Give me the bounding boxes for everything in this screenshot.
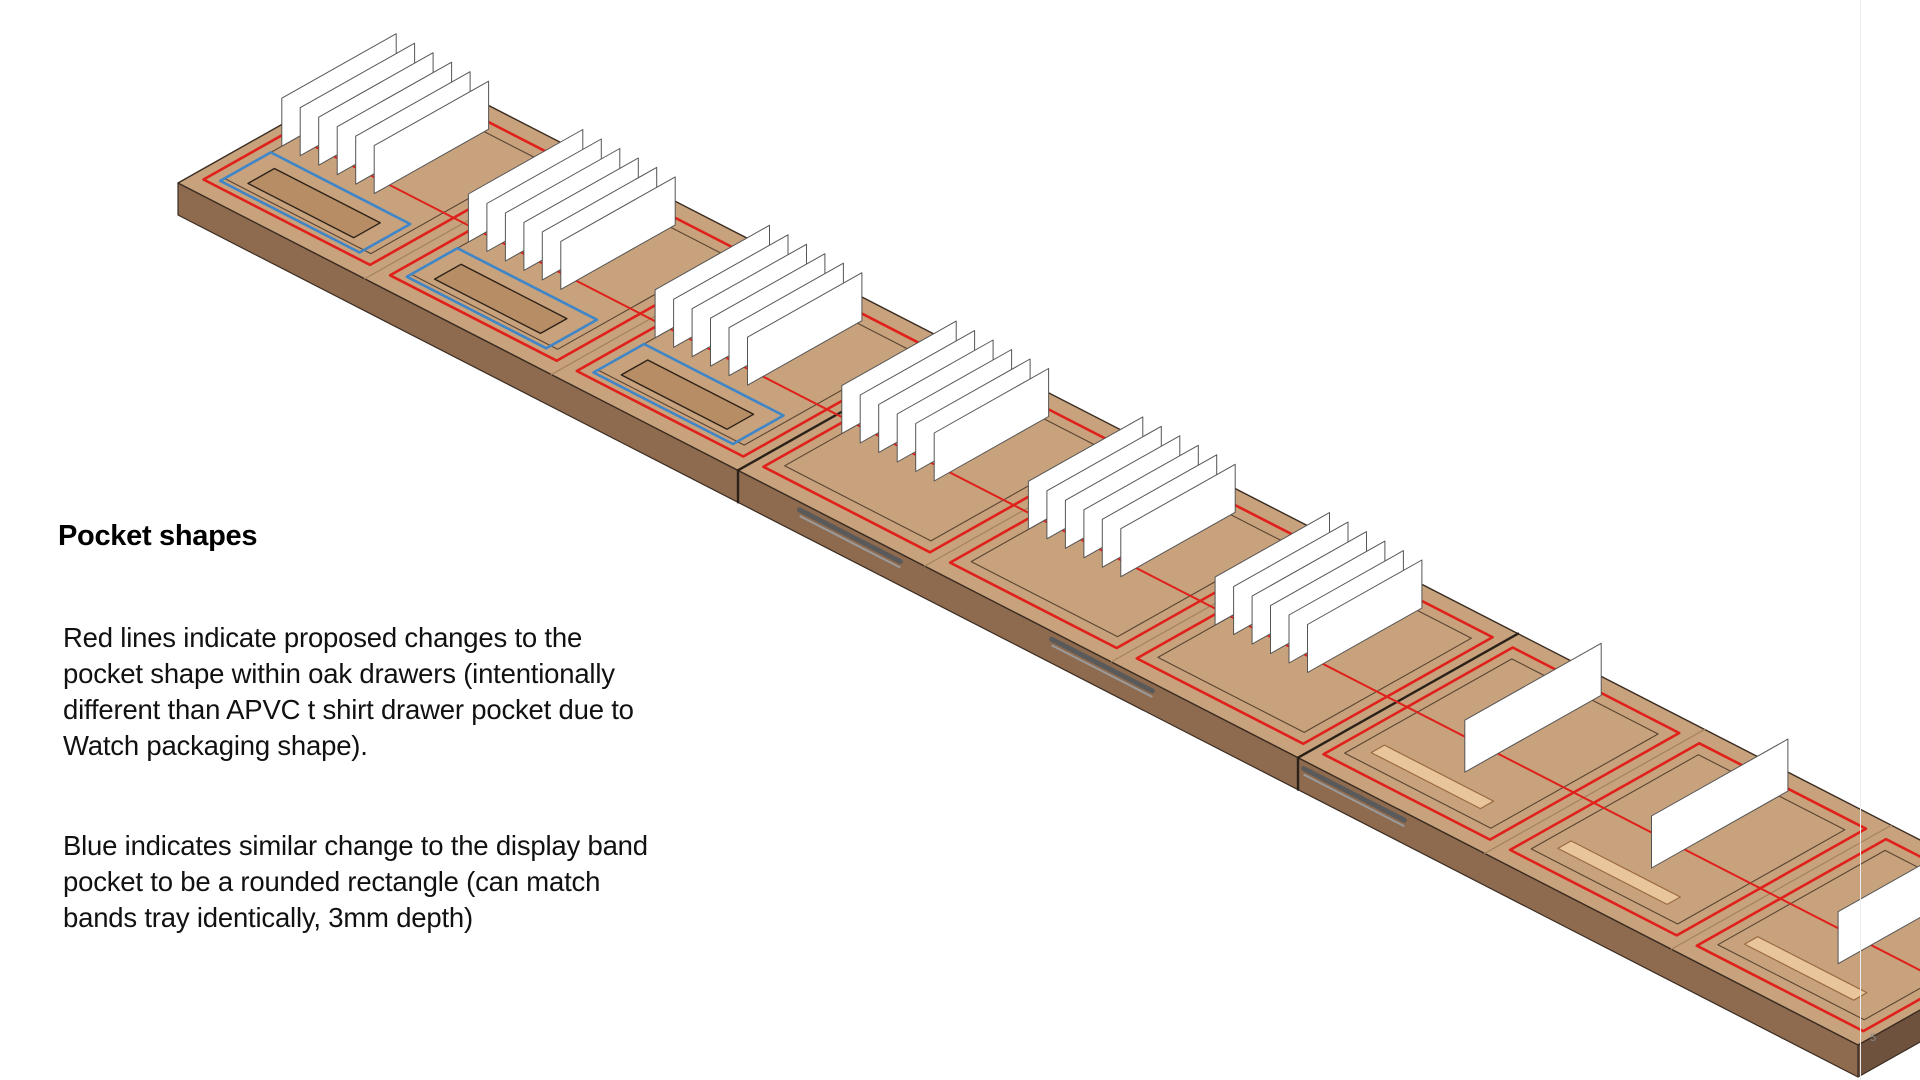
drawer-rail-edge — [1051, 644, 1153, 698]
band-pocket-outline — [592, 342, 785, 446]
band-slot — [1743, 936, 1868, 1001]
band-slot — [1557, 840, 1681, 906]
drawer-seam — [1296, 632, 1520, 759]
pocket-edge — [1344, 658, 1659, 829]
proposed-pocket-outline — [1322, 646, 1681, 841]
divider-card — [1120, 463, 1236, 578]
proposed-pocket-outline — [1508, 741, 1868, 937]
divider-card — [373, 80, 490, 195]
divider-card — [1651, 738, 1789, 869]
drawer-rail-edge — [799, 515, 901, 569]
pocket-edge — [1717, 849, 1920, 1021]
slide-title: Pocket shapes — [58, 520, 258, 552]
drawer-rail — [1049, 636, 1155, 694]
band-pocket — [433, 263, 568, 335]
proposed-pocket-outline — [1695, 837, 1920, 1033]
pocket-edge — [1530, 754, 1846, 925]
band-pocket — [620, 359, 755, 430]
compartment-seam — [1670, 824, 1892, 950]
drawer-rail-edge — [1303, 773, 1405, 828]
description-blue-lines: Blue indicates similar change to the dis… — [63, 830, 648, 933]
divider-card — [1464, 642, 1602, 773]
band-slot — [1370, 744, 1495, 810]
band-pocket-outline — [405, 246, 599, 350]
divider-card — [933, 368, 1050, 482]
band-pocket — [247, 167, 381, 239]
drawer-rail — [797, 507, 903, 565]
slide-edge-divider — [1860, 0, 1861, 1080]
band-pocket-outline — [218, 151, 412, 254]
divider-card — [1837, 865, 1920, 965]
divider-card — [747, 272, 863, 386]
divider-card — [1307, 559, 1423, 673]
page-number: 5 — [1870, 1032, 1877, 1044]
compartment-seam — [1484, 728, 1706, 855]
tray-end-face — [1857, 1009, 1920, 1078]
divider-card — [560, 176, 676, 290]
drawer-rail — [1301, 766, 1407, 823]
description-red-lines: Red lines indicate proposed changes to t… — [63, 622, 634, 761]
